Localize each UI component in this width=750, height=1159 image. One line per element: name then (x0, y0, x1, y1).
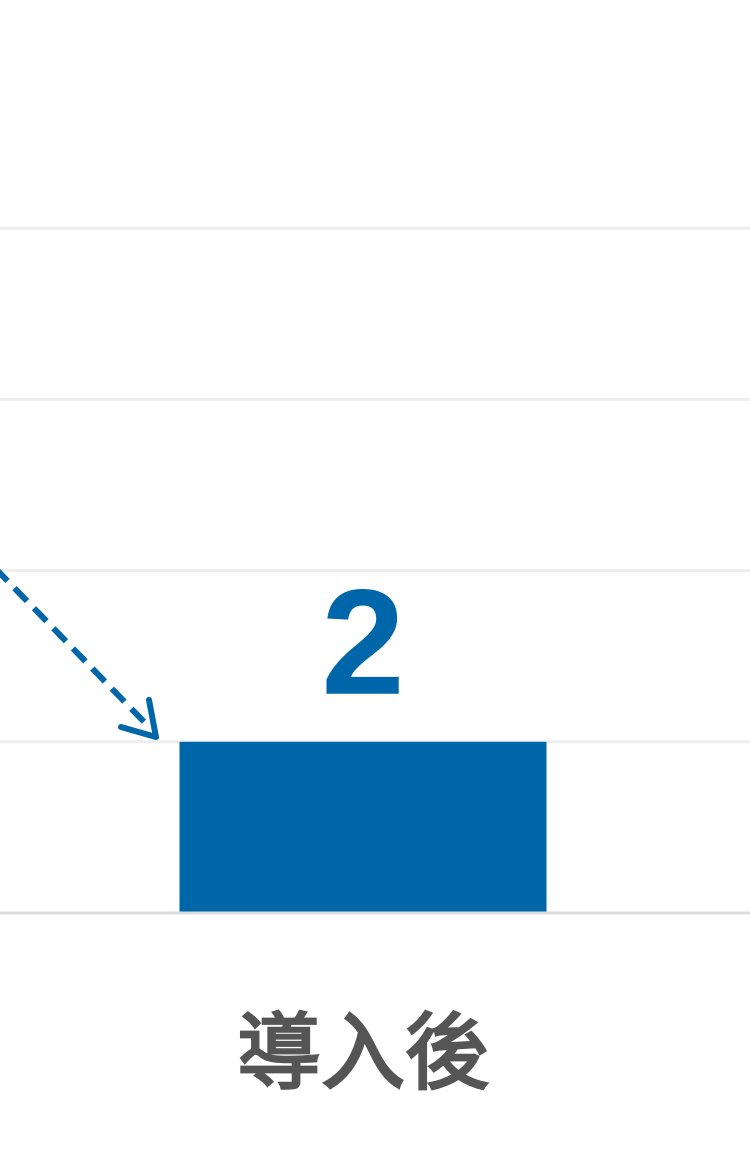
arrowhead-icon (118, 697, 159, 740)
annotation-arrow (0, 568, 159, 740)
bars (179, 741, 547, 912)
dashed-arrow-line (0, 568, 153, 731)
category-labels: 導入後 (237, 1004, 490, 1102)
category-label: 導入後 (237, 1004, 490, 1102)
data-label: 2 (321, 558, 404, 726)
data-labels: 2 (321, 558, 404, 726)
bar-1 (179, 741, 547, 912)
